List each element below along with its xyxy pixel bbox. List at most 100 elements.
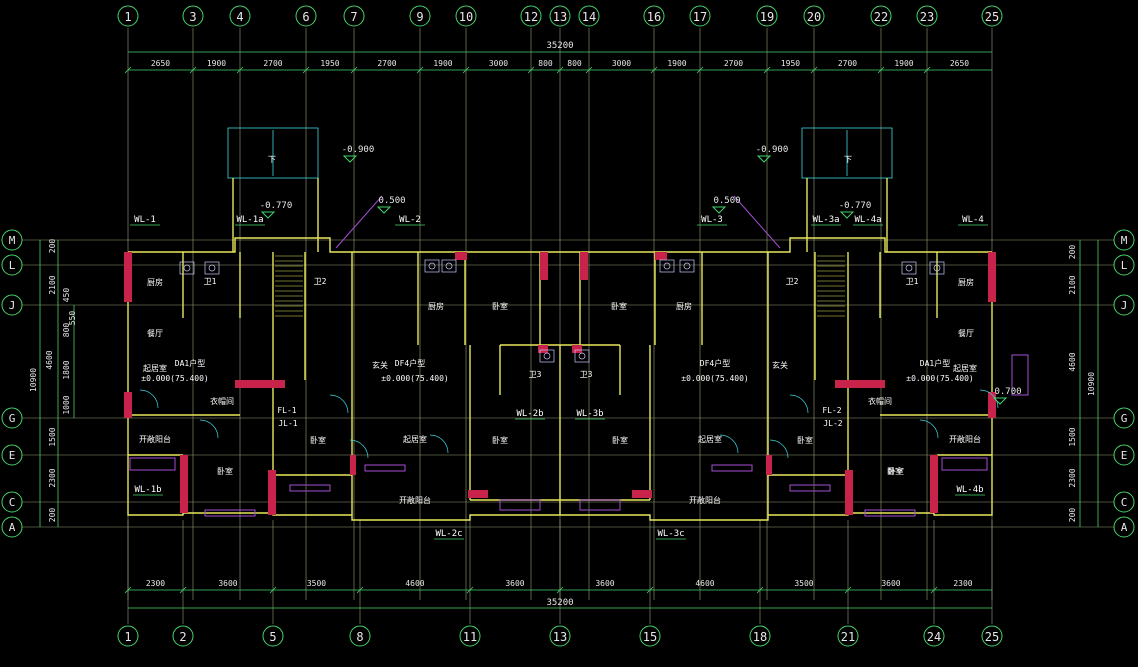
room-label: 开敞阳台 [399, 495, 431, 505]
axis-label-top: 9 [416, 10, 423, 24]
room-label: 开敞阳台 [949, 434, 981, 444]
axis-bubble-top [520, 5, 542, 27]
axis-label-bottom: 2 [179, 630, 186, 644]
dim-top: 1950 [781, 59, 800, 68]
dim-top: 1950 [320, 59, 339, 68]
dim-top: 1900 [207, 59, 226, 68]
axis-label-top: 3 [189, 10, 196, 24]
dim-top: 2700 [377, 59, 396, 68]
room-label: 卧室 [492, 435, 508, 445]
elevation-marker [342, 155, 358, 163]
dim-tick [124, 66, 132, 74]
axis-label-bottom: 8 [356, 630, 363, 644]
elevation-marker [992, 397, 1008, 405]
railing [499, 499, 541, 511]
column [268, 470, 276, 515]
dim-top: 2650 [950, 59, 969, 68]
fixture [179, 261, 195, 275]
room-label: 起居室 [698, 434, 722, 444]
dim-left: 450 [62, 288, 71, 303]
axis-label-bottom: 5 [269, 630, 276, 644]
room-label: 卧室 [797, 435, 813, 445]
axis-bubble-right [1113, 444, 1135, 466]
axis-label-right: L [1121, 259, 1128, 272]
room-label: 玄关 [772, 360, 788, 370]
dim-tick [923, 66, 931, 74]
fixture [929, 261, 945, 275]
axis-label-top: 4 [236, 10, 243, 24]
dim-top: 1900 [433, 59, 452, 68]
door-swing [199, 419, 219, 439]
elevation-marker [756, 155, 772, 163]
axis-bubble-left [1, 294, 23, 316]
axis-bubble-top [117, 5, 139, 27]
axis-bubble-top [643, 5, 665, 27]
fixture [683, 262, 691, 270]
room-label: ±0.000(75.400) [381, 374, 448, 383]
axis-bubble-right [1113, 229, 1135, 251]
elevation-marker [376, 206, 392, 214]
room-label: 衣帽间 [868, 396, 892, 406]
elevation-label: 0.500 [713, 196, 740, 206]
axis-bubble-left [1, 229, 23, 251]
dim-tick [646, 586, 654, 594]
room-label: DF4户型 [395, 358, 425, 368]
room-label: 卫2 [314, 277, 327, 286]
fixture [933, 264, 941, 272]
axis-bubble-top [689, 5, 711, 27]
room-label: FL-1 [277, 406, 296, 415]
axis-bubble-right [1113, 516, 1135, 538]
room-label: ±0.000(75.400) [141, 374, 208, 383]
door-swings [139, 389, 999, 459]
dim-tick [810, 66, 818, 74]
dim-bottom: 2300 [953, 579, 972, 588]
room-label: 下 [268, 155, 276, 164]
railing [364, 464, 406, 472]
axis-bubble-bottom [117, 625, 139, 647]
axis-label-bottom: 21 [841, 630, 855, 644]
room-label: 卫3 [580, 370, 593, 379]
dim-left: 800 [62, 323, 71, 338]
structural-columns [124, 252, 996, 515]
elevation-marker [711, 206, 727, 214]
room-label: 厨房 [958, 277, 974, 287]
column [930, 455, 938, 513]
pipe-label: WL-3b [576, 409, 603, 419]
axis-bubble-top [981, 5, 1003, 27]
elevation-label: -0.770 [839, 201, 872, 211]
pipe-label: WL-4a [854, 215, 881, 225]
axis-bubble-top [182, 5, 204, 27]
railing [289, 484, 331, 492]
axis-label-top: 6 [302, 10, 309, 24]
door-swing [139, 389, 159, 409]
column [988, 392, 996, 418]
room-label: ±0.000(75.400) [681, 374, 748, 383]
room-label: 卧室 [310, 435, 326, 445]
axis-label-top: 23 [920, 10, 934, 24]
dim-top: 2700 [724, 59, 743, 68]
dim-bottom: 3600 [881, 579, 900, 588]
dim-top: 2700 [838, 59, 857, 68]
dim-overall-bottom: 35200 [546, 598, 573, 608]
pipe-label: WL-3a [812, 215, 839, 225]
room-label: 卧室 [887, 466, 903, 476]
axis-grid-lines [22, 28, 1116, 624]
axis-bubble-left [1, 254, 23, 276]
room-label: 卫1 [204, 277, 217, 286]
dim-left: 1000 [62, 395, 71, 414]
railing-diagonal [733, 195, 781, 249]
door-swing [769, 439, 789, 459]
dim-bottom: 3500 [307, 579, 326, 588]
dim-tick [556, 586, 564, 594]
column [845, 470, 853, 515]
axis-label-bottom: 15 [643, 630, 657, 644]
elevation-marker [839, 211, 855, 219]
axis-bubble-top [870, 5, 892, 27]
pipe-label: WL-4 [962, 215, 984, 225]
column [540, 252, 548, 280]
axis-bubble-top [803, 5, 825, 27]
dim-tick [466, 586, 474, 594]
fixture [905, 264, 913, 272]
axis-bubble-bottom [459, 625, 481, 647]
